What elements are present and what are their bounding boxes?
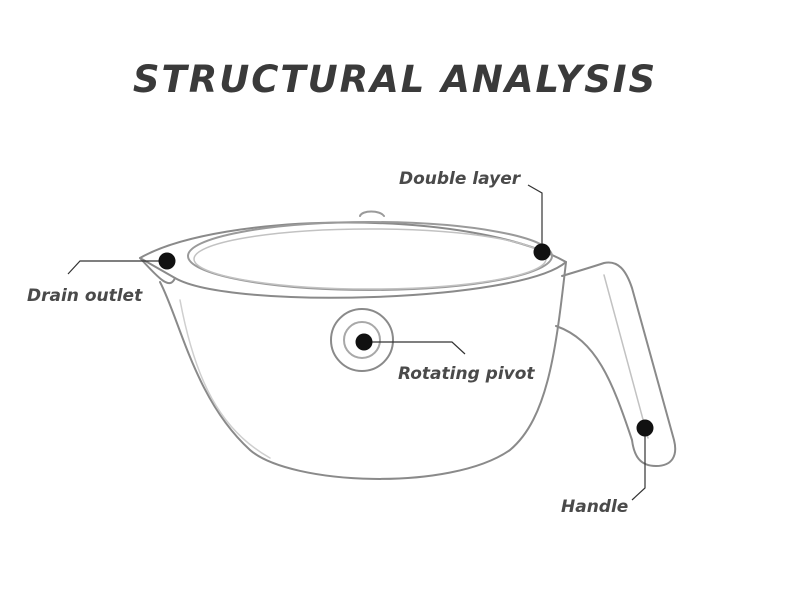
leader-drain-outlet (67, 260, 167, 275)
inner-rim-edge (193, 228, 547, 290)
label-rotating-pivot: Rotating pivot (398, 364, 535, 384)
pivot-inner-ring (343, 321, 381, 359)
pivot-outer-ring (330, 308, 394, 372)
leader-double-layer (527, 184, 543, 252)
inner-tab (359, 210, 385, 217)
outer-rim (139, 221, 567, 299)
label-double-layer: Double layer (399, 169, 521, 189)
marker-handle (636, 419, 654, 437)
diagram-title: STRUCTURAL ANALYSIS (132, 58, 658, 101)
marker-drain-outlet (158, 252, 176, 270)
label-handle: Handle (561, 497, 629, 517)
label-drain-outlet: Drain outlet (27, 286, 143, 306)
handle-shape (555, 261, 677, 467)
handle-inner-line (603, 274, 649, 439)
leader-handle (631, 428, 646, 501)
inner-rim (187, 221, 553, 291)
bowl-body-shade (179, 299, 271, 459)
marker-rotating-pivot (355, 333, 373, 351)
leader-rotating-pivot (364, 341, 466, 355)
bowl-body (139, 257, 567, 480)
marker-double-layer (533, 243, 551, 261)
